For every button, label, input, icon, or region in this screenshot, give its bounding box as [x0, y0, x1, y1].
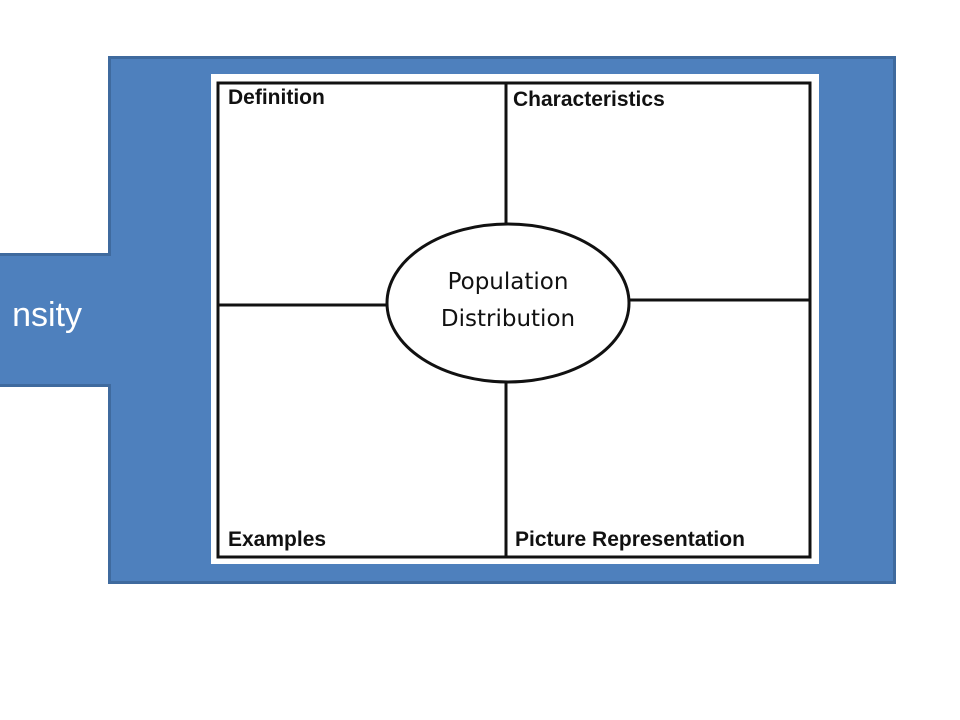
center-ellipse — [385, 222, 631, 384]
quadrant-label-examples: Examples — [228, 528, 327, 551]
center-term-line1: Population — [447, 269, 569, 295]
quadrant-label-characteristics: Characteristics — [513, 88, 665, 111]
center-term: Population Distribution — [387, 264, 629, 338]
center-term-line2: Distribution — [440, 306, 576, 332]
side-tab: nsity — [0, 253, 112, 387]
quadrant-label-definition: Definition — [228, 86, 325, 109]
frayer-model: Definition Characteristics Examples Pict… — [211, 74, 819, 564]
frayer-lines — [216, 81, 812, 559]
side-tab-text: nsity — [12, 296, 82, 334]
tab-joint — [105, 256, 115, 384]
quadrant-label-picture-representation: Picture Representation — [515, 528, 745, 551]
